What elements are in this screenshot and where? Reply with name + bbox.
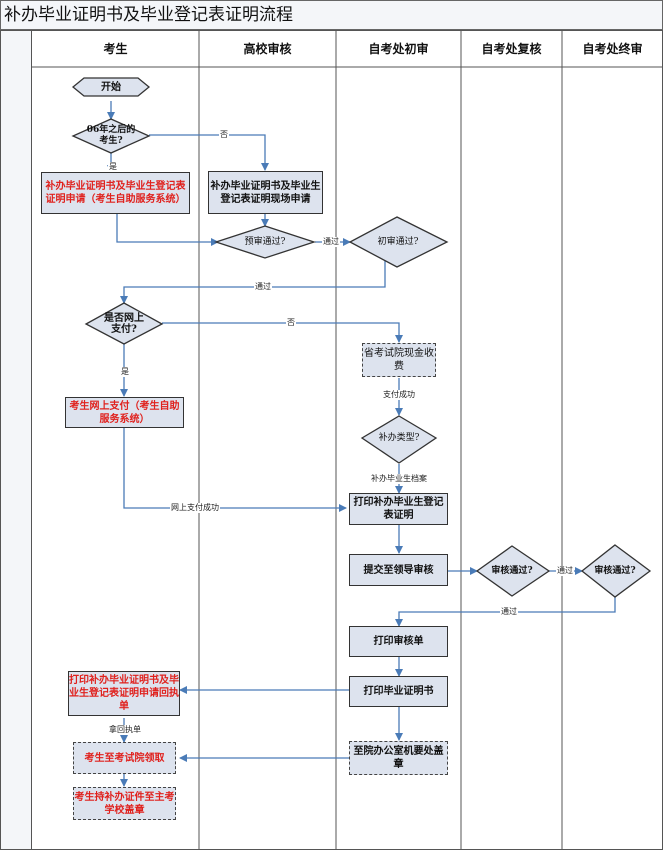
edge-label-archive: 补办毕业生档案 — [370, 474, 428, 484]
lane-header-second-review: 自考处复核 — [481, 42, 542, 56]
start-terminator — [71, 77, 151, 97]
edge-label-take-receipt: 拿回执单 — [108, 725, 142, 735]
edge-label-online-success: 网上支付成功 — [170, 503, 220, 513]
edge-label-no-2: 否 — [286, 318, 296, 328]
decision-first-review-label: 初审通过? — [377, 236, 419, 247]
start-label: 开始 — [101, 81, 121, 93]
decision-pre-review-label: 预审通过? — [244, 236, 286, 247]
edge-label-pass-4: 通过 — [500, 607, 518, 617]
edge-label-no-1: 否 — [219, 130, 229, 140]
online-payment-box: 考生网上支付（考生自助服务系统） — [65, 397, 184, 428]
decision-type-diamond — [360, 415, 438, 464]
decision-final-review-diamond — [580, 544, 652, 598]
decision-final-review-label: 审核通过? — [594, 565, 636, 576]
edge-label-pass-2: 通过 — [254, 282, 272, 292]
decision-after-06-label: 06年之后的考生? — [86, 125, 136, 146]
lane-header-first-review: 自考处初审 — [368, 42, 429, 56]
print-registration-box: 打印补办毕业生登记表证明 — [349, 493, 448, 525]
decision-online-pay-diamond — [84, 302, 164, 345]
lane-header-final-review: 自考处终审 — [582, 42, 643, 56]
decision-pre-review-diamond — [213, 225, 317, 259]
decision-type-label: 补办类型? — [378, 432, 420, 443]
cash-payment-box: 省考试院现金收费 — [362, 343, 436, 377]
edge-label-pay-success: 支付成功 — [382, 390, 416, 400]
lane-header-university: 高校审核 — [243, 42, 292, 56]
apply-online-box: 补办毕业证明书及毕业生登记表证明申请（考生自助服务系统） — [41, 172, 190, 214]
print-receipt-box: 打印补办毕业证明书及毕业生登记表证明申请回执单 — [68, 671, 180, 716]
decision-second-review-diamond — [475, 545, 551, 597]
print-review-sheet-box: 打印审核单 — [349, 626, 448, 657]
apply-onsite-box: 补办毕业证明书及毕业生登记表证明现场申请 — [208, 171, 323, 214]
submit-leader-review-box: 提交至领导审核 — [349, 554, 448, 586]
pickup-box: 考生至考试院领取 — [73, 742, 176, 774]
office-stamp-box: 至院办公室机要处盖章 — [349, 741, 448, 775]
decision-second-review-label: 审核通过? — [491, 565, 533, 576]
edge-label-yes-1: 是 — [108, 162, 118, 172]
school-stamp-box: 考生持补办证件至主考学校盖章 — [73, 787, 176, 820]
print-certificate-box: 打印毕业证明书 — [349, 676, 448, 707]
edge-label-pass-1: 通过 — [322, 237, 340, 247]
swimlane-grid — [0, 30, 663, 850]
edge-label-yes-2: 是 — [120, 367, 130, 377]
decision-first-review-diamond — [348, 216, 449, 268]
decision-after-06-diamond — [71, 118, 151, 154]
page-title: 补办毕业证明书及毕业登记表证明流程 — [0, 0, 663, 30]
decision-online-pay-label: 是否网上支付? — [104, 313, 144, 335]
edge-label-pass-3: 通过 — [556, 566, 574, 576]
lane-header-candidate: 考生 — [103, 42, 128, 56]
